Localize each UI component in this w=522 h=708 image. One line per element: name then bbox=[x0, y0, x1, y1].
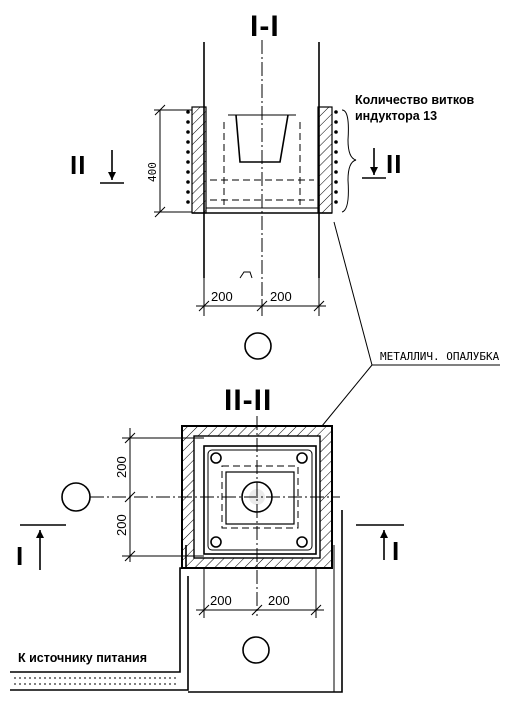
coil-turns-note-line2: индуктора 13 bbox=[355, 109, 437, 123]
marker-circle-left bbox=[61, 482, 91, 512]
section-title-bottom: II-II bbox=[224, 384, 272, 417]
section-mark-II-right: II bbox=[362, 148, 402, 179]
socket-profile bbox=[235, 114, 289, 163]
marker-circle-top bbox=[244, 332, 272, 360]
formwork-note: МЕТАЛЛИЧ. ОПАЛУБКА bbox=[380, 350, 500, 363]
formwork-leader-upper bbox=[333, 221, 500, 366]
inductor-coil-right bbox=[334, 110, 338, 204]
marker-circle-bottom bbox=[242, 636, 270, 664]
section-mark-label-right-upper: II bbox=[386, 149, 402, 179]
formwork-left-wall bbox=[191, 106, 207, 214]
dimension-label-bottom-left: 200 bbox=[210, 593, 232, 608]
section-mark-label-left-lower: I bbox=[16, 541, 24, 571]
column-elevation bbox=[186, 40, 357, 300]
section-mark-II-left: II bbox=[70, 150, 124, 184]
dimension-label-plan-lower: 200 bbox=[114, 514, 129, 536]
formwork-right-wall bbox=[317, 106, 333, 214]
formwork-leader-lower bbox=[321, 364, 373, 427]
section-mark-label-right-lower: I bbox=[392, 536, 400, 566]
rebar-bottom-right bbox=[296, 536, 308, 548]
dimension-width-top: 200 200 bbox=[196, 278, 326, 316]
section-title-top: I-I bbox=[250, 10, 280, 43]
coil-turns-note-line1: Количество витков bbox=[355, 93, 475, 107]
section-mark-I-right: I bbox=[356, 524, 404, 566]
dimension-height-top: 400 bbox=[146, 104, 192, 218]
section-mark-label-left-upper: II bbox=[70, 150, 86, 180]
plan-column-section bbox=[203, 445, 317, 555]
inductor-coil-left bbox=[186, 110, 190, 204]
power-cable bbox=[10, 510, 343, 693]
dimension-label-bottom-right: 200 bbox=[268, 593, 290, 608]
dimension-label-height: 400 bbox=[146, 162, 159, 182]
power-source-note: К источнику питания bbox=[18, 651, 147, 665]
coil-brace bbox=[341, 109, 357, 213]
dimension-label-top-right: 200 bbox=[270, 289, 292, 304]
section-mark-I-left: I bbox=[16, 524, 66, 571]
rebar-top-left bbox=[210, 452, 222, 464]
rebar-bottom-left bbox=[210, 536, 222, 548]
plan-view bbox=[90, 416, 340, 616]
dimension-width-bottom: 200 200 bbox=[196, 568, 324, 618]
dimension-label-top-left: 200 bbox=[211, 289, 233, 304]
rebar-top-right bbox=[296, 452, 308, 464]
dimension-plan-vertical: 200 200 bbox=[114, 428, 204, 562]
dimension-label-plan-upper: 200 bbox=[114, 456, 129, 478]
